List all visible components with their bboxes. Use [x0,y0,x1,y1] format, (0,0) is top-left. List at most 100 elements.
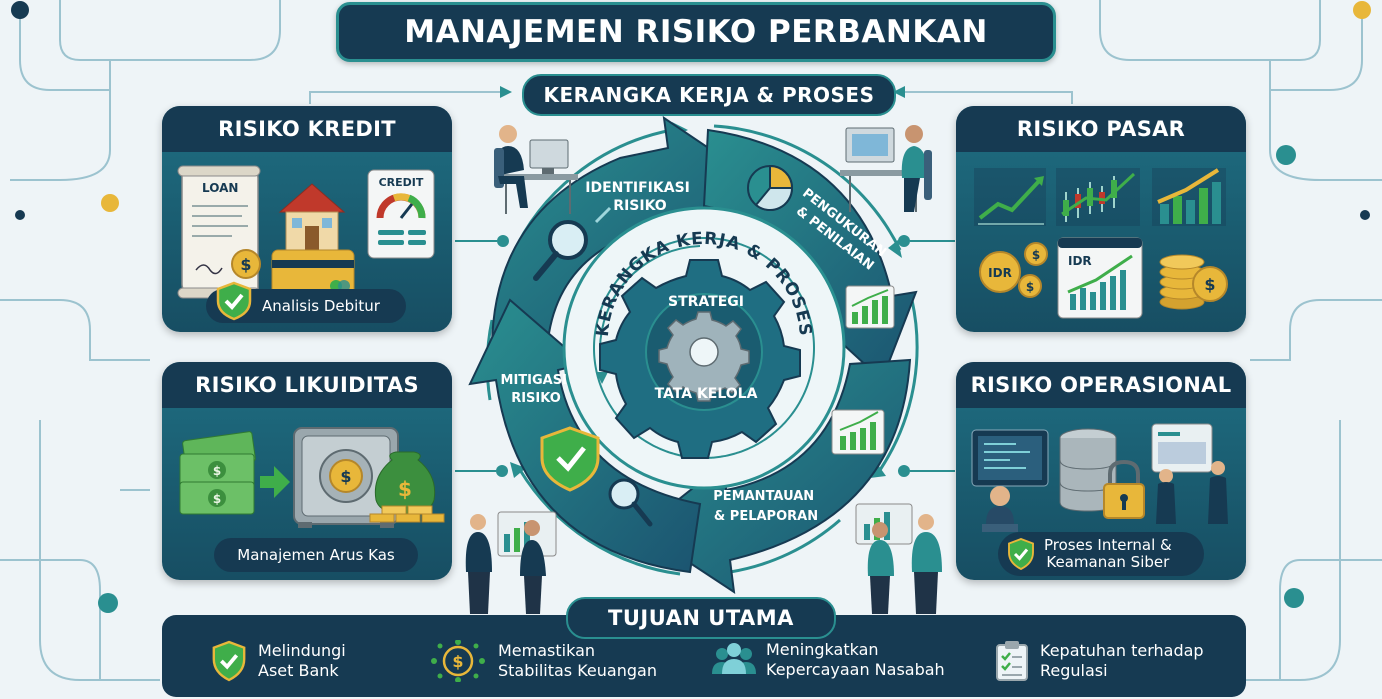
card-title: RISIKO LIKUIDITAS [195,373,419,397]
stage-pemantauan-1: PEMANTAUAN [713,489,814,504]
pill-line-1: Proses Internal & [1044,536,1172,554]
framework-label: KERANGKA KERJA & PROSES [543,83,875,107]
pie-chart-icon [747,164,794,212]
credit-score-icon: CREDIT [367,169,435,259]
title-banner: MANAJEMEN RISIKO PERBANKAN [336,2,1056,62]
candlestick-chart-icon [1056,168,1140,226]
money-bag-icon: $ [374,451,436,515]
growth-chart-icon [845,285,895,329]
stage-identifikasi-1: IDENTIFIKASI [585,180,690,196]
analisis-debitur-pill: Analisis Debitur [206,281,406,323]
person-analyst-icon [840,125,932,212]
monitoring-chart-icon [831,409,885,455]
dollar-network-icon: $ [431,640,485,682]
pill-label: Analisis Debitur [262,296,380,315]
goals-title: TUJUAN UTAMA [608,606,794,630]
bar-chart-icon [1152,168,1226,226]
card-risiko-operasional: RISIKO OPERASIONAL [956,362,1246,580]
svg-text:$: $ [1032,248,1040,262]
operational-illustration [971,423,1228,532]
inner-gear-icon [658,311,750,402]
arus-kas-pill: Manajemen Arus Kas [214,538,418,572]
card-header: RISIKO OPERASIONAL [956,362,1246,408]
svg-text:MITIGASI RISIKO: MITIGASI RISIKO [501,373,572,406]
gold-bars-icon [369,505,445,523]
cash-stack-icon: $ $ [179,431,256,515]
shield-check-icon [212,640,246,682]
svg-text:$: $ [240,255,251,274]
framework-pill: KERANGKA KERJA & PROSES [522,74,896,116]
goal-line-2: Aset Bank [258,661,339,680]
goal-line-1: Melindungi [258,641,346,660]
svg-text:$: $ [452,652,463,671]
magnifier-small-icon [608,478,653,527]
currency-label-dashboard: IDR [1068,254,1092,268]
currency-label: IDR [988,266,1012,280]
goal-item-aset: Melindungi Aset Bank [210,640,346,682]
idr-dashboard-icon: IDR [1057,237,1143,319]
svg-text:$: $ [213,464,221,478]
goal-item-kepercayaan: Meningkatkan Kepercayaan Nasabah [712,640,945,680]
strategi-label: STRATEGI [668,294,744,310]
card-header: RISIKO LIKUIDITAS [162,362,452,408]
person-desk-icon [494,125,578,214]
card-risiko-pasar: RISIKO PASAR IDR [956,106,1246,332]
stage-identifikasi-2: RISIKO [613,198,667,214]
card-header: RISIKO PASAR [956,106,1246,152]
page-title: MANAJEMEN RISIKO PERBANKAN [404,14,988,50]
idr-coins-icon: IDR $ $ [979,242,1048,298]
goal-line-2: Kepercayaan Nasabah [766,660,945,679]
computer-workstation-icon [971,429,1049,532]
svg-text:IDENTIFIKASI RISIKO: IDENTIFIKASI RISIKO [585,180,695,214]
goal-line-1: Memastikan [498,641,596,660]
checklist-icon [996,641,1028,681]
stage-pemantauan-2: & PELAPORAN [714,509,818,524]
tata-kelola-label: TATA KELOLA [655,386,758,402]
arrow-mitigasi [468,298,702,574]
svg-text:PEMANTAUAN & PELAPORAN: PEMANTAUAN & PELAPORAN [713,489,818,524]
goal-line-2: Stabilitas Keuangan [498,661,657,680]
people-discussion-icon [855,503,942,614]
loan-label: LOAN [202,181,238,195]
people-icon [712,643,756,674]
card-header: RISIKO KREDIT [162,106,452,152]
card-risiko-likuiditas: RISIKO LIKUIDITAS $ $ $ $ [162,362,452,580]
line-chart-icon [974,168,1046,226]
coin-stack-icon: $ [1159,254,1228,310]
svg-text:$: $ [340,467,351,486]
database-lock-icon [1059,428,1145,519]
card-title: RISIKO OPERASIONAL [970,373,1232,397]
card-title: RISIKO PASAR [1016,117,1186,141]
svg-text:$: $ [1204,275,1215,294]
svg-text:$: $ [398,477,412,501]
svg-text:$: $ [213,492,221,506]
arrow-right-icon [260,466,290,498]
goal-line-1: Kepatuhan terhadap [1040,641,1204,660]
pill-line-2: Keamanan Siber [1046,553,1170,571]
house-icon [278,183,346,251]
market-illustration: IDR $ $ IDR $ [974,168,1228,319]
pill-label: Manajemen Arus Kas [237,545,395,564]
proses-internal-pill: Proses Internal & Keamanan Siber [998,532,1204,576]
card-title: RISIKO KREDIT [218,117,396,141]
shield-check-icon [216,281,252,321]
goal-line-1: Meningkatkan [766,640,879,659]
liquidity-illustration: $ $ $ $ [179,427,445,528]
svg-text:$: $ [1026,280,1034,294]
card-risiko-kredit: RISIKO KREDIT LOAN $ [162,106,452,332]
gear-icon [599,259,801,459]
shield-check-icon [540,426,600,492]
people-presentation-icon [465,511,557,614]
credit-label: CREDIT [379,176,424,189]
stage-mitigasi-1: MITIGASI [501,373,567,388]
goal-item-regulasi: Kepatuhan terhadap Regulasi [994,640,1204,682]
goal-item-stabilitas: $ Memastikan Stabilitas Keuangan [428,640,657,682]
goals-title-pill: TUJUAN UTAMA [566,597,836,639]
goal-line-2: Regulasi [1040,661,1108,680]
credit-illustration: LOAN $ CREDIT [177,165,435,299]
magnifier-icon [533,220,588,281]
stage-mitigasi-2: RISIKO [511,391,561,406]
team-presentation-icon [1151,423,1228,524]
